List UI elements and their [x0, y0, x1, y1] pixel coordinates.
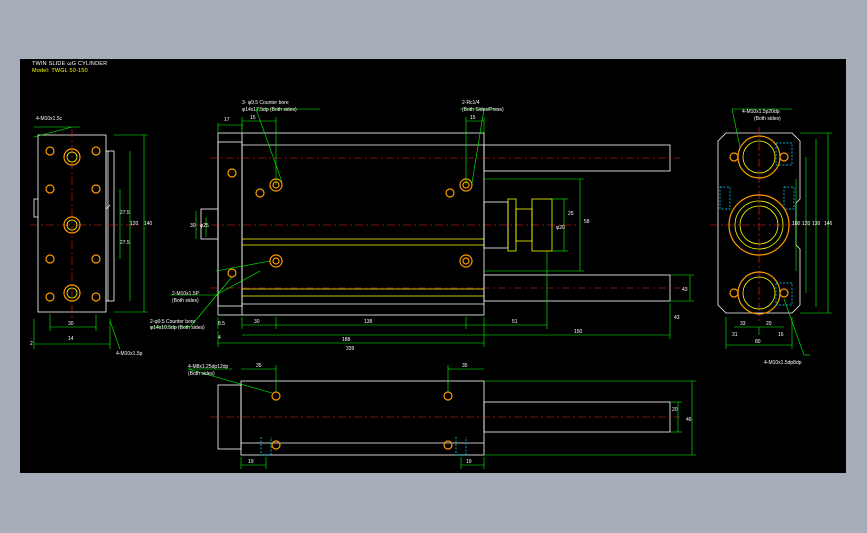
note-left-top: 4-M10x1.5c — [36, 116, 63, 122]
bottom-view — [187, 365, 696, 469]
cad-drawing-viewport[interactable]: TWIN SLIDE ωG CYLINDER Model: TWGL 50-15… — [20, 59, 846, 473]
note-top-right-1: 2-Rc1/4 — [462, 100, 480, 106]
dim-17: 17 — [224, 117, 230, 123]
dim-right-80: 80 — [755, 339, 761, 345]
note-right-top-2: (Both sides) — [754, 116, 781, 122]
left-end-view — [30, 126, 148, 350]
dim-43b: 43 — [674, 315, 680, 321]
drawing-model: Model: TWGL 50-150 — [32, 68, 88, 74]
note-right-top-1: 4-M10x1.5p20dp — [742, 109, 780, 115]
dim-bot-46: 46 — [686, 417, 692, 423]
right-end-view — [710, 108, 832, 356]
dim-left-27-5a: 27.5 — [120, 210, 130, 216]
dim-bot-20: 20 — [672, 407, 678, 413]
left-holes — [45, 146, 101, 302]
dim-phi20: φ20 — [556, 225, 565, 231]
note-mid-left-2: (Both sides) — [172, 298, 199, 304]
dim-right-20: 20 — [766, 321, 772, 327]
note-top-right-2: (Both Sides/Press) — [462, 107, 504, 113]
dim-left-14: 14 — [68, 336, 74, 342]
cad-canvas: 4-M10x1.5c 4-M10x1.5p 3- φ9.5 Counter bo… — [30, 100, 833, 469]
dim-phi25: φ25 — [200, 223, 209, 229]
dim-4: 4 — [218, 335, 221, 341]
note-bottom-left-1: 4-M8x1.25dp12dp — [188, 364, 229, 370]
dim-138: 138 — [364, 319, 373, 325]
dim-15b: 15 — [470, 115, 476, 121]
annotation-labels: 4-M10x1.5c 4-M10x1.5p 3- φ9.5 Counter bo… — [30, 100, 833, 465]
dim-43a: 43 — [682, 287, 688, 293]
dim-left-30: 30 — [68, 321, 74, 327]
dim-15a: 15 — [250, 115, 256, 121]
dim-left-120: 120 — [130, 221, 139, 227]
dim-bot-19b: 19 — [466, 459, 472, 465]
note-top-left-1: 3- φ9.5 Counter bore — [242, 100, 289, 106]
note-bottom-left-2: (Both sides) — [188, 371, 215, 377]
dim-25: 25 — [568, 211, 574, 217]
dim-339: 339 — [346, 346, 355, 352]
dim-51: 51 — [512, 319, 518, 325]
dim-right-16: 16 — [778, 332, 784, 338]
dim-30b: 30 — [190, 223, 196, 229]
dim-bot-35a: 35 — [256, 363, 262, 369]
dim-left-140: 140 — [144, 221, 153, 227]
note-left-bottom: 4-M10x1.5p — [116, 351, 143, 357]
dim-right-130: 130 — [812, 221, 821, 227]
note-top-left-2: φ14x17.5dp (Both sides) — [242, 107, 297, 113]
dim-188: 188 — [342, 337, 351, 343]
dim-150: 150 — [574, 329, 583, 335]
note-right-bottom: 4-M10x1.5dp8dp — [764, 360, 802, 366]
dim-right-33: 33 — [740, 321, 746, 327]
dim-30a: 30 — [254, 319, 260, 325]
dim-left-2: 2 — [30, 341, 33, 347]
note-low-left-1: 2-φ9.5 Counter bore — [150, 319, 195, 325]
dim-8-5: 8.5 — [218, 321, 225, 327]
dim-left-27-5b: 27.5 — [120, 240, 130, 246]
dim-bot-19a: 19 — [248, 459, 254, 465]
dim-right-120: 120 — [802, 221, 811, 227]
dim-right-31: 31 — [732, 332, 738, 338]
right-bores — [728, 135, 793, 315]
bottom-holes — [260, 391, 467, 456]
dim-58: 58 — [584, 219, 590, 225]
dim-right-146: 146 — [824, 221, 833, 227]
note-mid-left-1: 2-M10x1.5P — [172, 291, 200, 297]
drawing-title: TWIN SLIDE ωG CYLINDER — [32, 61, 108, 67]
dim-right-100: 100 — [792, 221, 801, 227]
front-view — [150, 108, 694, 347]
note-low-left-2: φ14x10.5dp (Both sides) — [150, 325, 205, 331]
dim-bot-35b: 35 — [462, 363, 468, 369]
front-holes — [227, 168, 473, 278]
